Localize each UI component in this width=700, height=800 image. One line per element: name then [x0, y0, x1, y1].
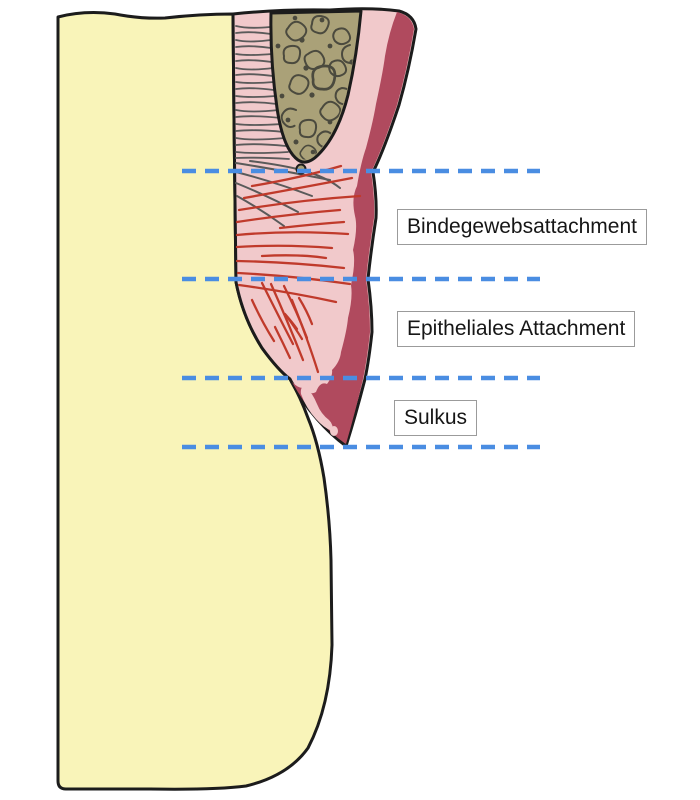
epithelium-pink-patch — [330, 426, 338, 436]
label-bindegewebsattachment: Bindegewebsattachment — [397, 209, 647, 246]
tooth-root-shape — [56, 11, 334, 791]
connective-tissue-fibers — [235, 164, 362, 374]
epithelium-band-shape — [292, 12, 414, 444]
label-epitheliales-attachment: Epitheliales Attachment — [397, 311, 636, 348]
epithelium-pink-patch — [300, 385, 333, 431]
label-sulkus: Sulkus — [394, 400, 478, 437]
periodontal-ligament-fibers — [235, 25, 290, 160]
